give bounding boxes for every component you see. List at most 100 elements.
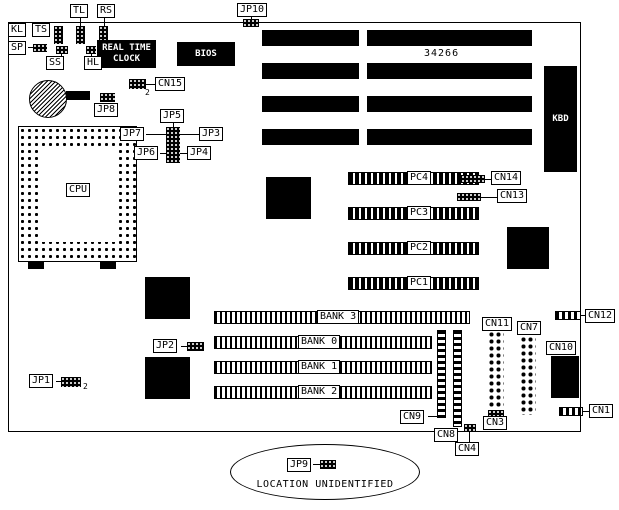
cn12-connector (555, 311, 581, 320)
label-bank0: BANK 0 (298, 335, 341, 349)
cn1-leader-line (583, 411, 589, 412)
rs-leader-line (104, 17, 105, 26)
memory-bar (367, 63, 532, 79)
cpu-socket-tab (100, 262, 116, 269)
cpu-socket-tab (28, 262, 44, 269)
label-pc1: PC1 (407, 276, 432, 290)
label-pc4: PC4 (407, 171, 432, 185)
label-cn14: CN14 (491, 171, 522, 185)
rtc-line1: REAL TIME (102, 43, 151, 53)
label-rs: RS (97, 4, 116, 18)
memory-bar (262, 30, 359, 46)
label-jp8: JP8 (94, 103, 119, 117)
cn7-connector (520, 336, 536, 415)
jp2-leader-line (181, 346, 187, 347)
label-cn4: CN4 (455, 442, 480, 456)
label-jp9: JP9 (287, 458, 312, 472)
ts-jumper-block (54, 26, 63, 44)
tl-jumper-block (76, 26, 85, 44)
cn14-connector-block (461, 175, 485, 183)
cn1-connector (559, 407, 583, 416)
label-cn12: CN12 (585, 309, 616, 323)
label-bank3: BANK 3 (317, 310, 360, 324)
label-cn10: CN10 (546, 341, 577, 355)
label-hl: HL (84, 56, 103, 70)
label-jp5: JP5 (160, 109, 185, 123)
label-jp3: JP3 (199, 127, 224, 141)
cn9-leader-line (428, 416, 437, 417)
battery (29, 80, 67, 118)
cn8-connector (453, 330, 462, 427)
label-pc2: PC2 (407, 241, 432, 255)
kbd-label: KBD (552, 113, 569, 124)
label-jp4: JP4 (187, 146, 212, 160)
label-cn3: CN3 (483, 416, 508, 430)
label-pc3: PC3 (407, 206, 432, 220)
memory-bar (262, 96, 359, 112)
hl-leader-line (91, 54, 92, 57)
memory-bar (262, 129, 359, 145)
cn13-leader-line (481, 197, 497, 198)
ss-leader-line (61, 54, 62, 57)
battery-terminal-bar (66, 91, 90, 100)
bios-chip: BIOS (177, 42, 235, 66)
jp8-jumper-block (100, 93, 115, 102)
cn10-connector (551, 356, 579, 398)
label-bank2: BANK 2 (298, 385, 341, 399)
label-cn7: CN7 (517, 321, 542, 335)
rs-jumper-block (99, 26, 108, 44)
ic-chip (145, 277, 190, 319)
memory-bar (367, 96, 532, 112)
jp9-jumper-block (320, 460, 336, 469)
jp10-leader-line (251, 16, 252, 20)
jp10-jumper-block (243, 19, 259, 27)
label-tl: TL (70, 4, 89, 18)
ic-chip (266, 177, 311, 219)
chip-number-text: 34266 (424, 48, 460, 59)
cn4-leader-line (469, 432, 470, 442)
label-jp2: JP2 (153, 339, 178, 353)
label-cn13: CN13 (497, 189, 528, 203)
jp6-leader-line (160, 153, 166, 154)
cn3-connector-block (488, 410, 504, 418)
memory-bar (367, 129, 532, 145)
bios-label: BIOS (195, 48, 217, 59)
sp-leader-line (28, 47, 33, 48)
label-cn8: CN8 (434, 428, 459, 442)
jp1-jumper-block (61, 377, 81, 387)
jp5-header-block (166, 127, 180, 163)
jp5-leader-line (173, 122, 174, 127)
label-kl: KL (8, 23, 27, 37)
cn13-connector-block (457, 193, 481, 201)
keyboard-connector: KBD (544, 66, 577, 172)
jp3-leader-line (180, 134, 199, 135)
memory-bar (367, 30, 532, 46)
tl-leader-line (80, 17, 81, 26)
sp-jumper-block (33, 44, 47, 52)
cn4-connector-block (464, 424, 476, 432)
ic-chip (507, 227, 549, 269)
ic-chip (145, 357, 190, 399)
cn15-leader-line (146, 84, 155, 85)
label-jp7: JP7 (120, 127, 145, 141)
label-jp10: JP10 (237, 3, 268, 17)
label-cn9: CN9 (400, 410, 425, 424)
cn11-connector (488, 331, 504, 408)
memory-bar (262, 63, 359, 79)
cn12-leader-line (581, 315, 586, 316)
rtc-line2: CLOCK (112, 54, 141, 64)
label-sp: SP (8, 41, 27, 55)
label-cn1: CN1 (589, 404, 614, 418)
cn15-pin-number: 2 (145, 88, 150, 97)
label-ts: TS (32, 23, 51, 37)
label-bank1: BANK 1 (298, 360, 341, 374)
jp4-leader-line (180, 153, 187, 154)
jp1-leader-line (56, 381, 61, 382)
ss-jumper-block (56, 46, 68, 54)
jp1-pin-number: 2 (83, 382, 88, 391)
hl-jumper-block (86, 46, 96, 54)
footnote-ellipse (230, 444, 420, 500)
label-cpu: CPU (66, 183, 91, 197)
footnote-text: LOCATION UNIDENTIFIED (256, 479, 394, 490)
